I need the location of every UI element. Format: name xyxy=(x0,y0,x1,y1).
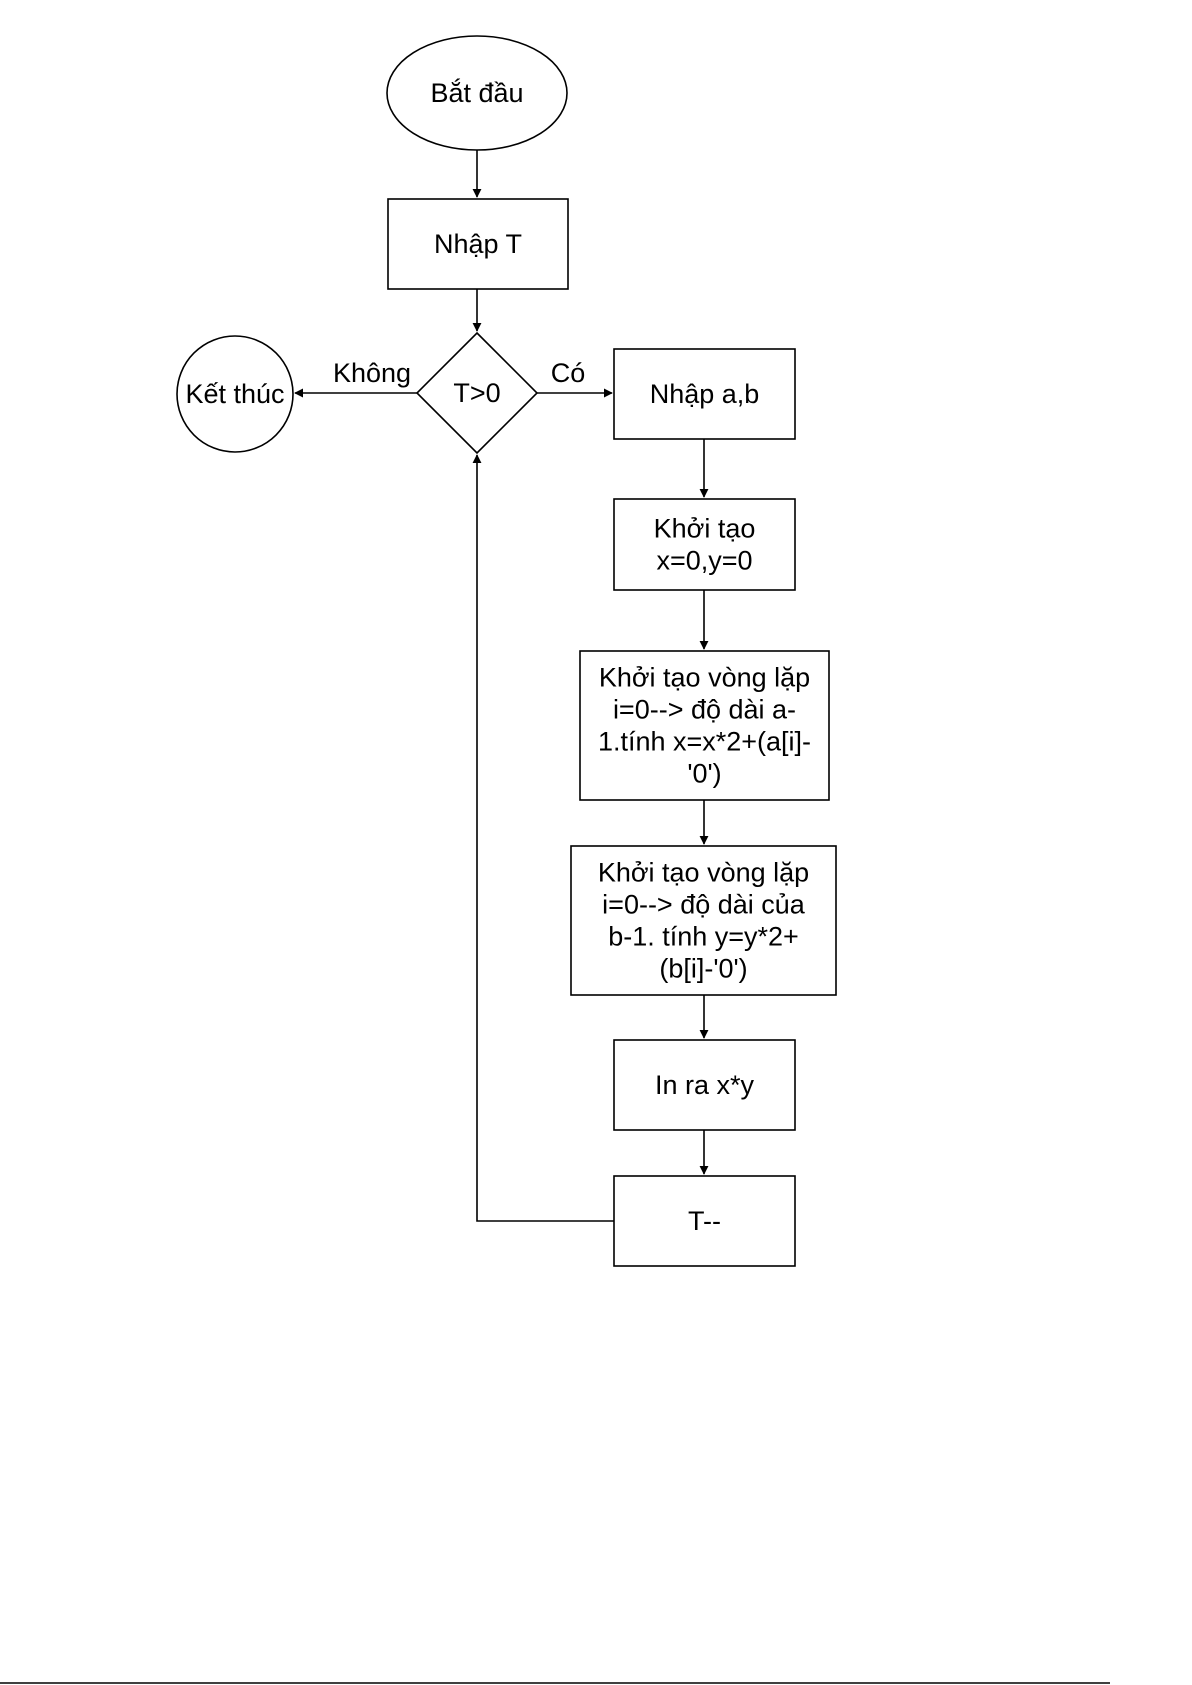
node-label-line: T>0 xyxy=(453,378,500,408)
edge-decrement-to-decision xyxy=(477,455,614,1221)
node-label-line: Khởi tạo vòng lặp xyxy=(598,858,809,888)
edge-decision-to-end: Không xyxy=(295,358,417,393)
edge-label: Có xyxy=(551,358,586,388)
node-label-line: b-1. tính y=y*2+ xyxy=(608,922,799,952)
node-decision: T>0 xyxy=(417,333,537,453)
node-label-line: Nhập a,b xyxy=(650,379,760,409)
node-label-line: In ra x*y xyxy=(655,1070,755,1100)
node-end: Kết thúc xyxy=(177,336,293,452)
node-label-line: Khởi tạo vòng lặp xyxy=(599,663,810,693)
node-label-line: x=0,y=0 xyxy=(656,546,752,576)
node-label-line: Bắt đầu xyxy=(430,77,523,108)
node-label-line: (b[i]-'0') xyxy=(659,954,747,984)
node-label-line: T-- xyxy=(688,1206,721,1236)
node-decrement: T-- xyxy=(614,1176,795,1266)
node-print: In ra x*y xyxy=(614,1040,795,1130)
edge-label: Không xyxy=(333,358,411,388)
node-label-line: Kết thúc xyxy=(185,379,284,409)
node-label-line: 1.tính x=x*2+(a[i]- xyxy=(598,727,811,757)
node-label-line: Nhập T xyxy=(434,229,522,259)
node-start: Bắt đầu xyxy=(387,36,567,150)
node-label-line: i=0--> độ dài a- xyxy=(613,695,796,725)
node-label-line: '0') xyxy=(687,759,721,789)
edge-decision-to-input-ab: Có xyxy=(537,358,612,393)
node-label-line: i=0--> độ dài của xyxy=(602,890,806,920)
node-input-t: Nhập T xyxy=(388,199,568,289)
node-label-line: Khởi tạo xyxy=(654,514,756,544)
connector-arrow xyxy=(477,455,614,1221)
node-input-ab: Nhập a,b xyxy=(614,349,795,439)
